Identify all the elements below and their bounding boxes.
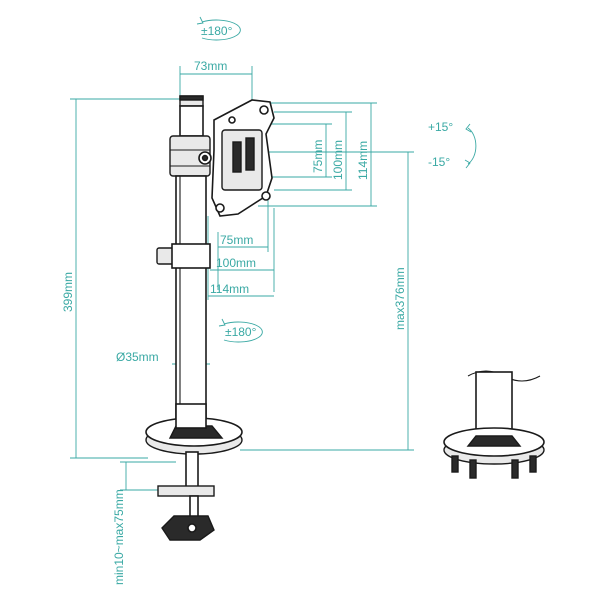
base-plate (145, 403, 243, 455)
vesa-horizontal-114-label: 114mm (210, 282, 249, 296)
rotation-arrow-top-icon (196, 16, 241, 41)
desk-clamp (157, 451, 215, 541)
width-73-label: 73mm (194, 59, 227, 73)
rotation-mid-label: ±180° (225, 325, 257, 339)
vesa-horizontal-75-label: 75mm (220, 233, 253, 247)
vesa-plate (211, 99, 275, 217)
pole (156, 95, 212, 427)
vesa-vertical-75-label: 75mm (311, 140, 325, 173)
tilt-arrow-icon (464, 123, 477, 169)
vesa-horizontal-100-label: 100mm (216, 256, 256, 270)
height-399-label: 399mm (61, 272, 75, 312)
dimension-lines (70, 66, 414, 491)
diameter-35-label: Ø35mm (116, 350, 159, 364)
vesa-vertical-114-label: 114mm (356, 141, 370, 180)
rotation-arrow-mid-icon (218, 318, 263, 343)
detail-view-grommet (443, 370, 545, 479)
dimension-labels: ±180° 73mm +15° -15° 75mm 100mm 114mm 75… (61, 24, 453, 585)
tilt-up-label: +15° (428, 120, 453, 134)
tilt-down-label: -15° (428, 155, 450, 169)
vesa-vertical-100-label: 100mm (331, 140, 345, 180)
max-376-label: max376mm (393, 267, 407, 330)
clamp-range-label: min10~max75mm (112, 489, 126, 585)
rotation-top-label: ±180° (201, 24, 233, 38)
